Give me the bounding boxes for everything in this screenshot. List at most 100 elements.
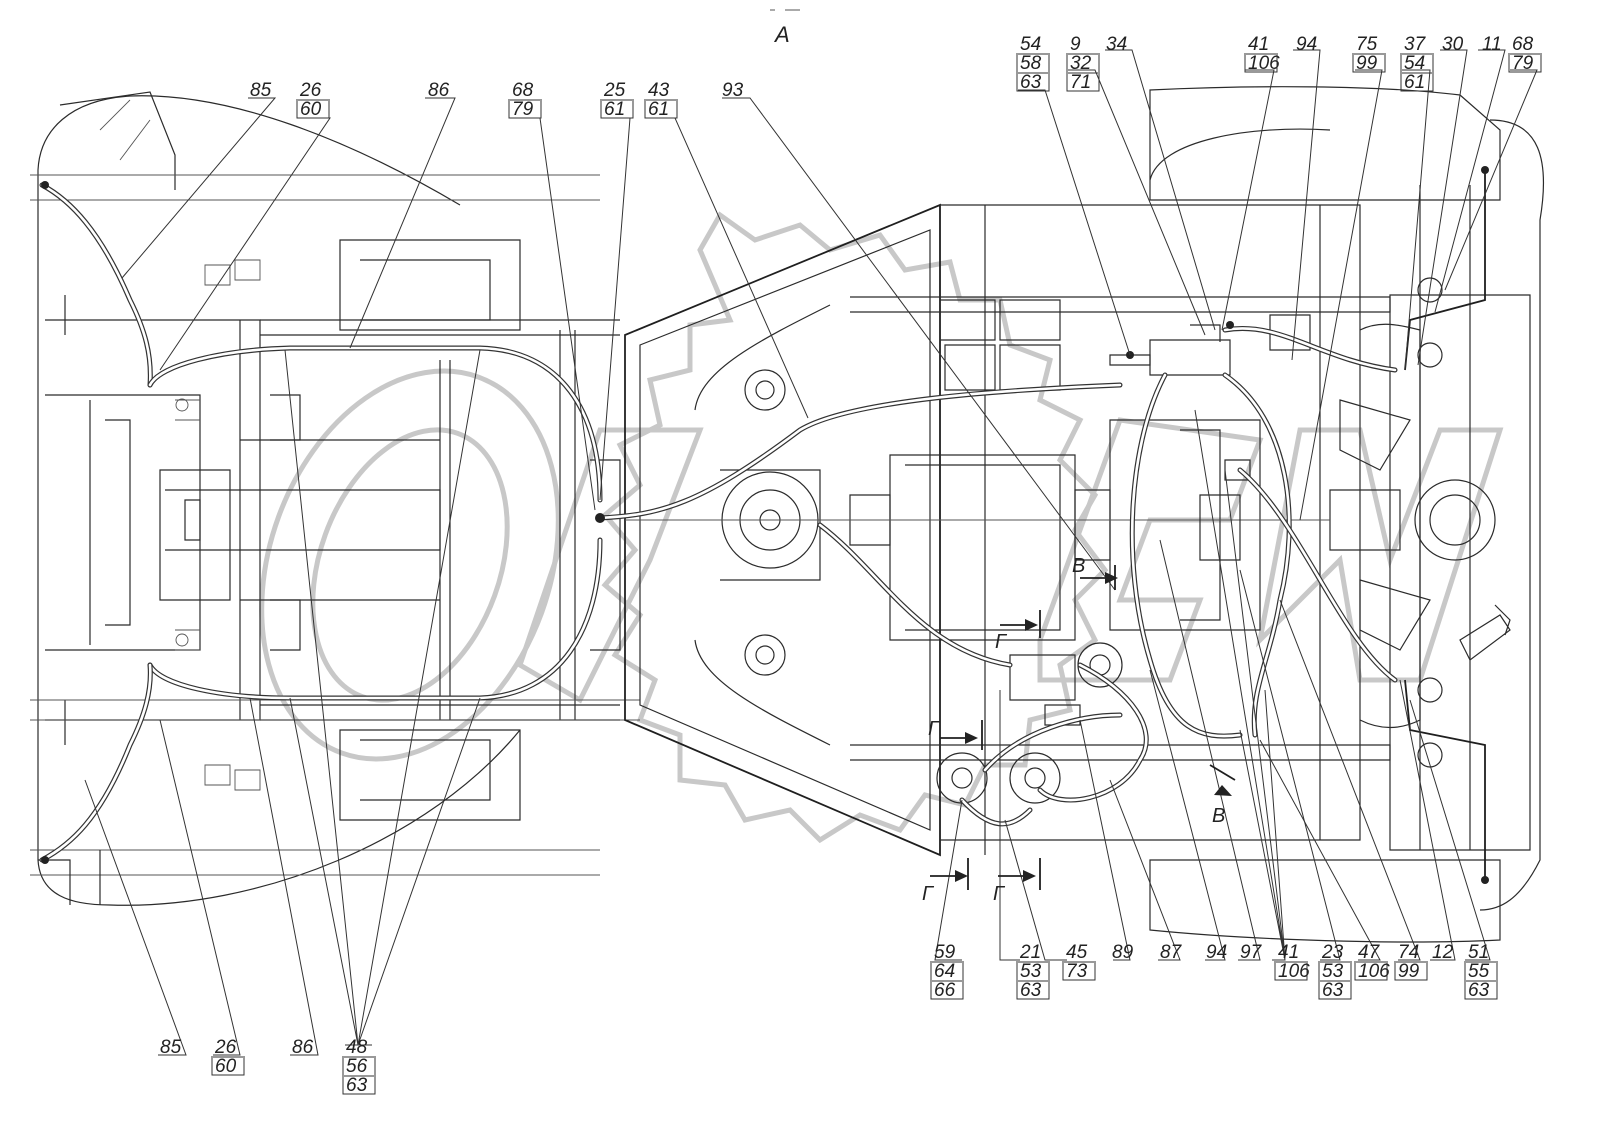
callout-frame [644, 99, 678, 119]
callout-number: 74 [1398, 942, 1419, 963]
callout-number: 30 [1442, 34, 1464, 55]
callout-number: 79 [1512, 53, 1534, 74]
callout-frame [1274, 961, 1308, 981]
callout-number: 61 [604, 99, 625, 120]
callout-number: 54 [1404, 53, 1425, 74]
callout-number: 79 [512, 99, 534, 120]
callout-number: 99 [1398, 961, 1420, 982]
callout-number: 97 [1240, 942, 1263, 963]
callout-number: 11 [1482, 34, 1502, 55]
callout-t1: 85 [250, 80, 272, 101]
leader-lines [84, 49, 1538, 1056]
callout-number: 23 [1321, 942, 1344, 963]
callout-number: 63 [1468, 980, 1490, 1001]
callout-number: 86 [428, 80, 450, 101]
callout-number: 85 [160, 1037, 182, 1058]
callout-c3: 86 [292, 1037, 314, 1058]
callout-number: 12 [1432, 942, 1454, 963]
callout-t15: 30 [1442, 34, 1464, 55]
callout-number: 47 [1358, 942, 1381, 963]
callout-frame [1016, 961, 1050, 1000]
center-frame [624, 203, 941, 857]
hose-lines [39, 166, 1489, 884]
callout-number: 37 [1404, 34, 1427, 55]
view-label: A [773, 22, 790, 47]
callout-frame [1354, 961, 1388, 981]
callout-number: 41 [1278, 942, 1299, 963]
callout-number: 63 [1322, 980, 1344, 1001]
callout-frame [1066, 53, 1100, 92]
callout-number: 59 [934, 942, 956, 963]
callout-number: 106 [1358, 961, 1390, 982]
watermark [259, 211, 1504, 844]
callout-number: 45 [1066, 942, 1088, 963]
callout-number: 58 [1020, 53, 1042, 74]
callout-number: 53 [1322, 961, 1344, 982]
callout-number: 68 [1512, 34, 1534, 55]
callout-frame [1400, 53, 1434, 92]
callout-number: 61 [648, 99, 669, 120]
callout-number: 66 [934, 980, 956, 1001]
callout-number: 61 [1404, 72, 1425, 93]
section-label-g3: Г [922, 883, 935, 905]
section-label-b2: В [1212, 805, 1225, 827]
callout-number: 9 [1070, 34, 1081, 55]
callout-number: 86 [292, 1037, 314, 1058]
callout-number: 26 [299, 80, 322, 101]
callout-t16: 11 [1482, 34, 1502, 55]
callout-c1: 85 [160, 1037, 182, 1058]
callout-number: 60 [300, 99, 322, 120]
callout-number: 60 [215, 1056, 237, 1077]
callout-number: 75 [1356, 34, 1378, 55]
callout-frame [1394, 961, 1428, 981]
callout-number: 63 [346, 1075, 368, 1096]
callout-number: 25 [603, 80, 626, 101]
callout-frame [1062, 961, 1096, 981]
callout-number: 53 [1020, 961, 1042, 982]
view-label-group: A [770, 9, 800, 47]
section-label-g4: Г [993, 883, 1006, 905]
callout-b12c: 12 [1432, 942, 1454, 963]
section-label-texts: В В Г Г Г Г [922, 555, 1225, 905]
callout-b6c: 94 [1206, 942, 1227, 963]
callout-number: 94 [1296, 34, 1317, 55]
callout-number: 34 [1106, 34, 1127, 55]
callout-frame [296, 99, 330, 119]
callout-number: 87 [1160, 942, 1183, 963]
callout-b5c: 87 [1160, 942, 1183, 963]
callout-number: 51 [1468, 942, 1489, 963]
section-label-g1: Г [995, 631, 1008, 653]
callout-frame [1352, 53, 1386, 73]
callout-number: 93 [722, 80, 744, 101]
callout-number: 73 [1066, 961, 1088, 982]
callout-number: 106 [1248, 53, 1280, 74]
callout-t12: 94 [1296, 34, 1317, 55]
callout-t3: 86 [428, 80, 450, 101]
callout-frame [930, 961, 964, 1000]
callout-b4c: 89 [1112, 942, 1134, 963]
callout-number: 71 [1070, 72, 1091, 93]
callout-number: 48 [346, 1037, 368, 1058]
valve-blocks [936, 324, 1511, 804]
callout-number: 32 [1070, 53, 1092, 74]
callout-number: 21 [1019, 942, 1041, 963]
callout-number: 89 [1112, 942, 1134, 963]
